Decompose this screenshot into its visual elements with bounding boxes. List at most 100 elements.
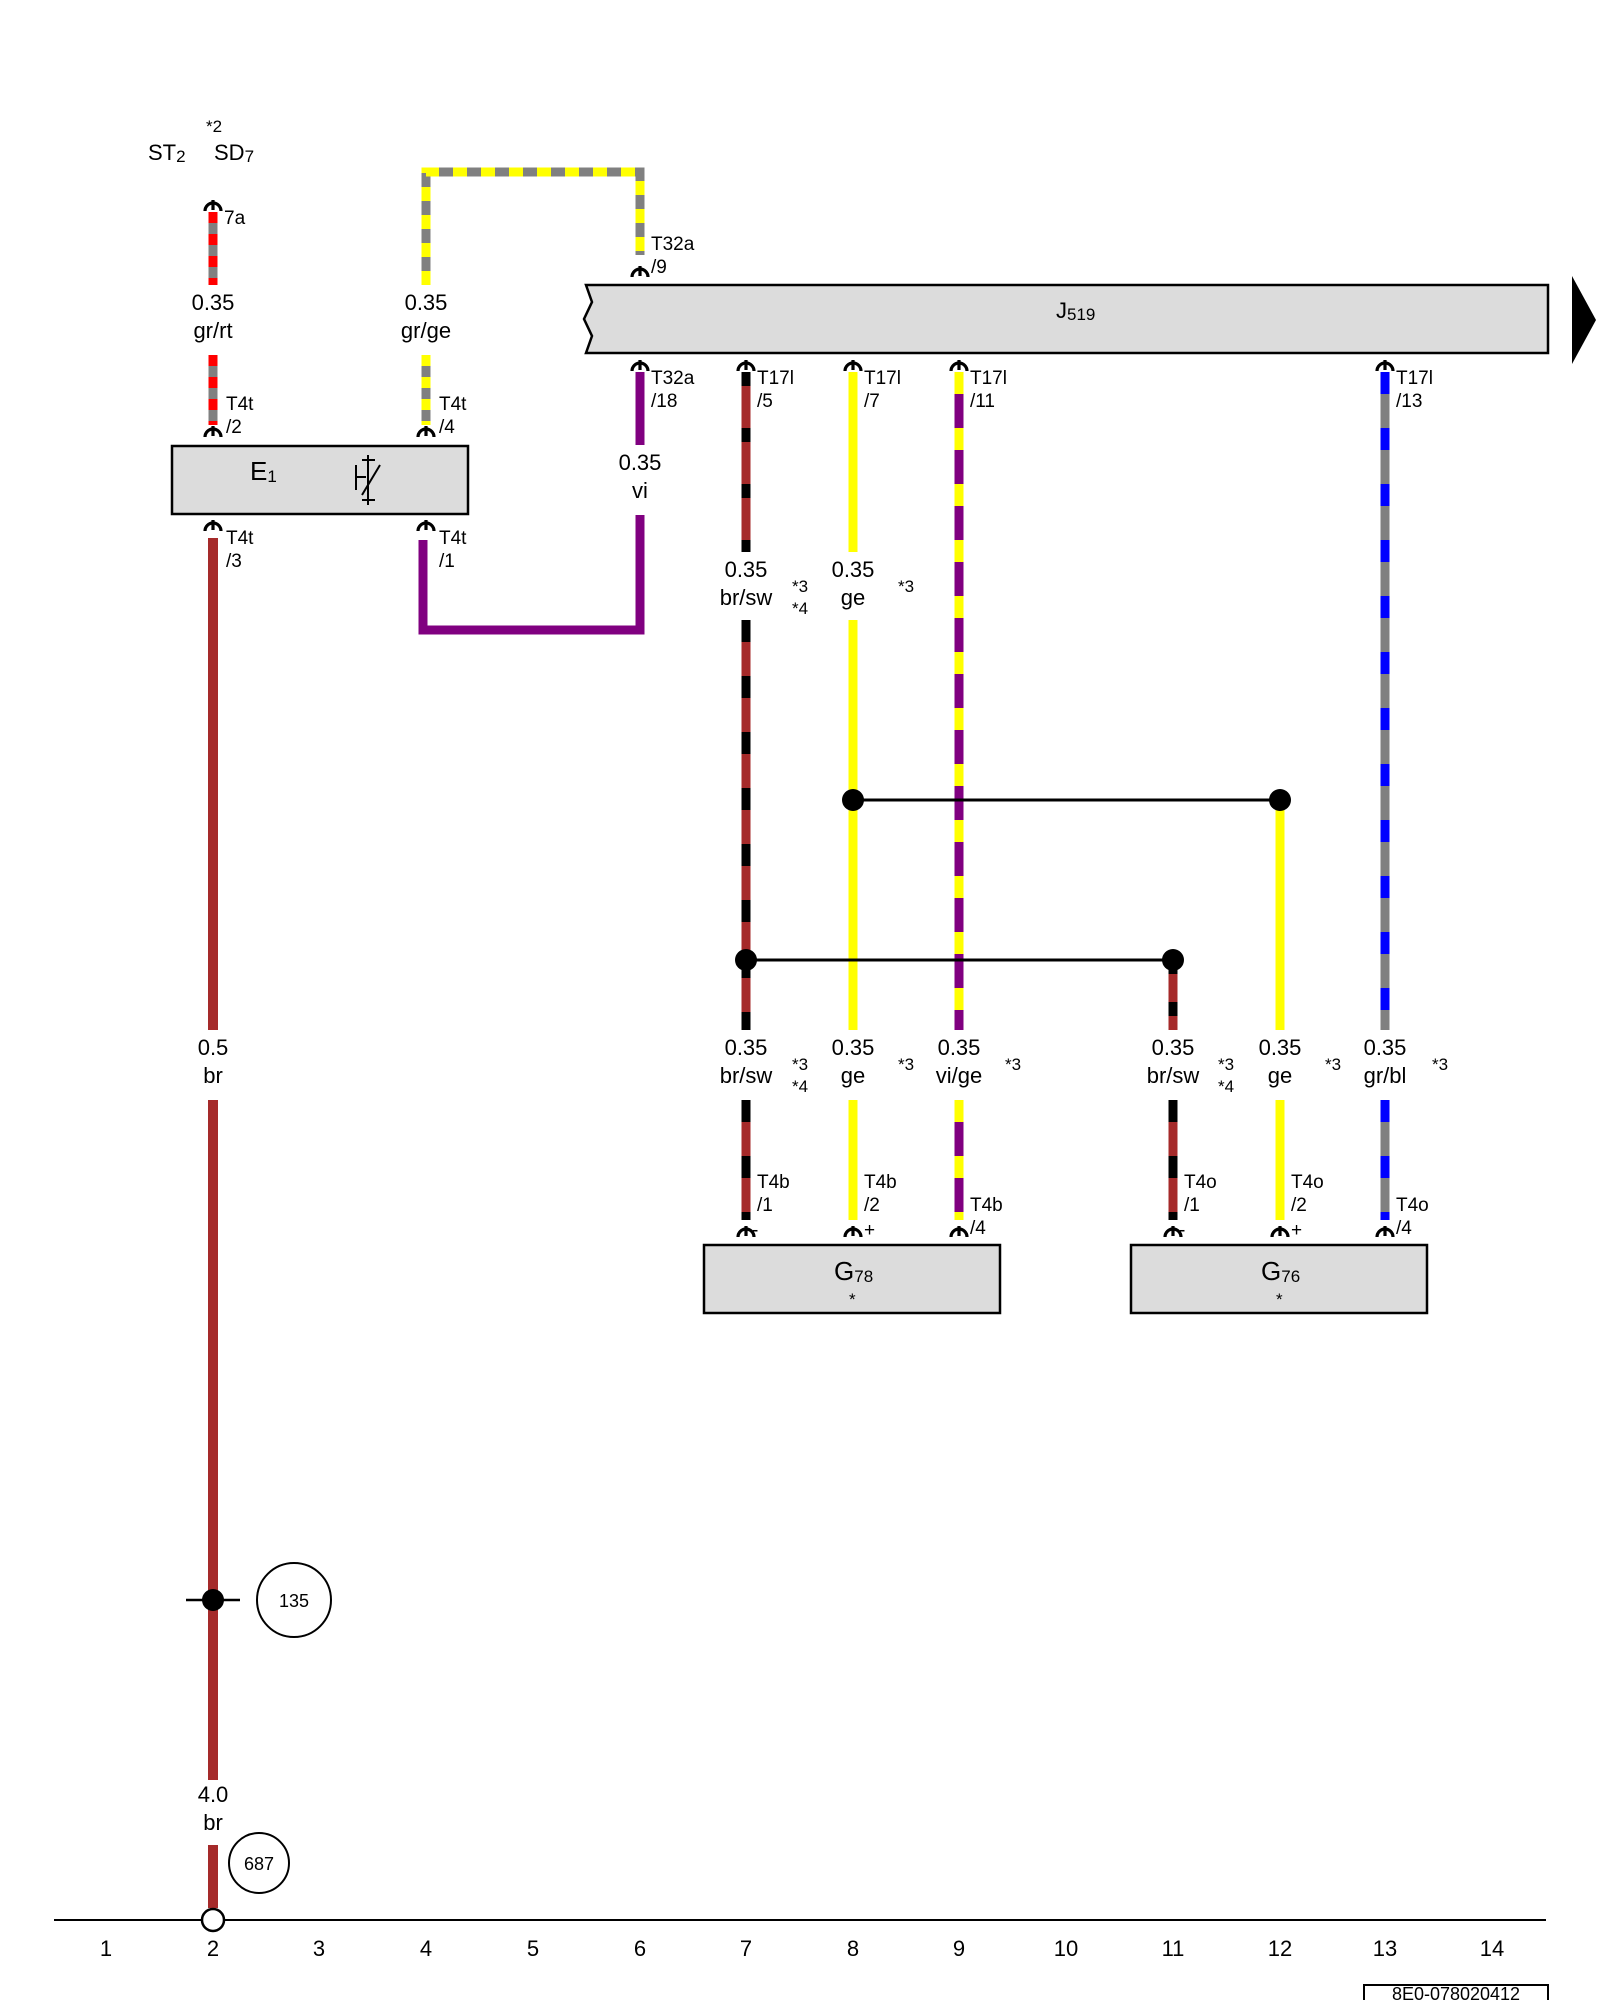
wire-color-label: br	[203, 1063, 223, 1088]
wire-gauge-label: 0.35	[1364, 1035, 1407, 1060]
wire-vi	[418, 372, 645, 635]
wire-gauge-label: 0.35	[725, 557, 768, 582]
column-number: 13	[1373, 1936, 1397, 1961]
column-number: 2	[207, 1936, 219, 1961]
pin-label: /11	[970, 391, 995, 412]
wire-color-label: br/sw	[1147, 1063, 1200, 1088]
pin-label: T4b	[864, 1172, 897, 1193]
wire-gauge-label: 0.35	[725, 1035, 768, 1060]
terminal-icon	[416, 518, 436, 533]
column-number: 11	[1162, 1936, 1185, 1961]
sd-note: *2	[206, 117, 222, 136]
terminal-icon	[416, 424, 436, 439]
footnote-marker: *4	[1218, 1077, 1234, 1096]
splice-dot	[1162, 949, 1184, 971]
splice-dot	[842, 789, 864, 811]
g76-note: *	[1276, 1290, 1283, 1309]
wire-gauge-label: 0.35	[832, 1035, 875, 1060]
pin-label: /9	[651, 257, 667, 278]
footnote-marker: *3	[1325, 1055, 1341, 1074]
wire-gauge-label: 4.0	[198, 1782, 229, 1807]
column-number: 12	[1268, 1936, 1292, 1961]
terminal-icon	[949, 1224, 969, 1239]
wire-color-label: vi/ge	[936, 1063, 982, 1088]
ref-number: 687	[244, 1854, 274, 1874]
wire-color-label: ge	[841, 585, 865, 610]
g78-note: *	[849, 1290, 856, 1309]
terminal-icon	[1375, 1224, 1395, 1239]
column-number: 4	[420, 1936, 432, 1961]
pin-label: /4	[1396, 1218, 1412, 1239]
wire-color-label: gr/rt	[193, 318, 232, 343]
ref-number: 135	[279, 1591, 309, 1611]
wire-color-label: br/sw	[720, 1063, 773, 1088]
pin-label: T4o	[1184, 1172, 1217, 1193]
st-reference: ST2	[148, 140, 186, 166]
plus-mark: +	[1291, 1220, 1302, 1241]
terminal-icon	[1375, 358, 1395, 373]
wire-color-label: vi	[632, 478, 648, 503]
component-j519[interactable]: J519	[582, 276, 1596, 364]
pin-label: /1	[439, 551, 455, 572]
footnote-marker: *3	[1432, 1055, 1448, 1074]
wire-gr-ge	[421, 167, 645, 425]
continuation-arrow-icon	[1572, 276, 1596, 364]
splice-dot	[1269, 789, 1291, 811]
pin-label: /3	[226, 551, 242, 572]
sd-reference: SD7	[214, 140, 254, 166]
pin-label: /2	[1291, 1195, 1307, 1216]
splice-dot	[735, 949, 757, 971]
wire-gauge-label: 0.35	[619, 450, 662, 475]
j519-label: J519	[1056, 298, 1095, 324]
column-number: 7	[740, 1936, 752, 1961]
e1-label: E1	[250, 456, 277, 486]
pin-label: 7a	[224, 208, 246, 229]
pin-label: T4o	[1396, 1195, 1429, 1216]
wire-color-label: ge	[841, 1063, 865, 1088]
ground-connection-135[interactable]: 135	[186, 1562, 332, 1638]
footnote-marker: *3	[1005, 1055, 1021, 1074]
pin-label: T32a	[651, 234, 695, 255]
pin-label: T17l	[1396, 368, 1433, 389]
column-number: 8	[847, 1936, 859, 1961]
component-g78[interactable]: G78 *	[702, 1243, 1002, 1315]
document-id: 8E0-078020412	[1392, 1984, 1520, 2000]
g78-label: G78	[834, 1256, 873, 1286]
component-e1[interactable]: E1	[170, 444, 470, 516]
column-number: 3	[313, 1936, 325, 1961]
pin-label: /18	[651, 391, 677, 412]
wire-color-label: ge	[1268, 1063, 1292, 1088]
wire-gauge-label: 0.35	[192, 290, 235, 315]
wire-gauge-label: 0.35	[405, 290, 448, 315]
column-number: 5	[527, 1936, 539, 1961]
column-number: 14	[1480, 1936, 1504, 1961]
pin-label: T4o	[1291, 1172, 1324, 1193]
pin-label: T4t	[439, 394, 467, 415]
pin-label: T17l	[757, 368, 794, 389]
column-number: 10	[1054, 1936, 1078, 1961]
footnote-marker: *3	[792, 1055, 808, 1074]
pin-label: /1	[757, 1195, 773, 1216]
component-g76[interactable]: G76 *	[1129, 1243, 1429, 1315]
pin-label: T4t	[226, 528, 254, 549]
pin-label: /4	[970, 1218, 986, 1239]
pin-label: /13	[1396, 391, 1422, 412]
ground-point-687[interactable]: 687	[228, 1832, 290, 1894]
pin-label: /1	[1184, 1195, 1200, 1216]
minus-mark: -	[1179, 1220, 1185, 1241]
ground-terminal	[200, 1907, 226, 1933]
terminal-icon	[736, 358, 756, 373]
column-number: 9	[953, 1936, 965, 1961]
pin-label: T4t	[226, 394, 254, 415]
terminal-icon	[843, 1224, 863, 1239]
wire-color-label: gr/ge	[401, 318, 451, 343]
terminal-icon	[203, 424, 223, 439]
switch-symbol-icon	[355, 455, 381, 505]
wire-color-label: br	[203, 1810, 223, 1835]
minus-mark: -	[752, 1220, 758, 1241]
wire-gauge-label: 0.5	[198, 1035, 229, 1060]
terminal-icon	[1270, 1224, 1290, 1239]
terminal-icon	[949, 358, 969, 373]
pin-label: T4b	[757, 1172, 790, 1193]
